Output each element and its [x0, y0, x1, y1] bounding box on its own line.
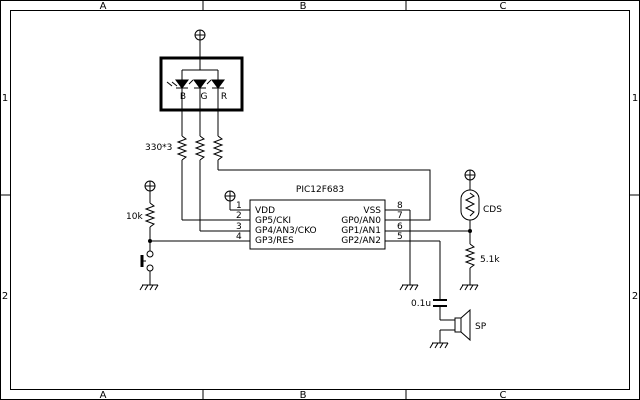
capacitor-value: 0.1u [411, 299, 431, 309]
row-label-2-left: 2 [2, 291, 8, 302]
column-label-a-top: A [100, 1, 107, 12]
ground-switch [139, 284, 159, 291]
reset-pullup [144, 180, 230, 243]
cds-label: CDS [483, 205, 502, 215]
ic-pin-6-number: 6 [397, 222, 403, 232]
led-pin-label-b: B [180, 92, 186, 102]
ic-pin-5-label: GP2/AN2 [341, 236, 381, 246]
column-label-c-bottom: C [500, 390, 507, 400]
rgb-led [159, 56, 244, 112]
ic-pin-7-label: GP0/AN0 [341, 216, 381, 226]
led-resistor-value: 330*3 [145, 143, 172, 153]
ic-right-pin-lines [385, 209, 410, 242]
vcc-symbol-led [194, 29, 206, 70]
ic-pin-3-label: GP4/AN3/CKO [255, 226, 317, 236]
ic-pin-8-label: VSS [363, 206, 381, 216]
ic-pin-8-number: 8 [397, 201, 403, 211]
ic-left-pin-lines [230, 209, 250, 242]
row-label-1-left: 1 [2, 93, 8, 104]
ic-pin-4-label: GP3/RES [255, 236, 294, 246]
ic-pin-1-label: VDD [255, 206, 275, 216]
led-pin-label-g: G [201, 92, 208, 102]
column-label-a-bottom: A [100, 390, 107, 400]
ic-pin-2-label: GP5/CKI [255, 216, 291, 226]
pullup-resistor-value: 10k [126, 212, 143, 222]
vcc-symbol-ic [224, 190, 236, 210]
pic-ic [249, 199, 386, 250]
vss-ground [399, 210, 419, 291]
speaker-circuit [410, 240, 471, 349]
cds-divider [410, 169, 480, 291]
ic-pin-6-label: GP1/AN1 [341, 226, 381, 236]
led-to-ic-wires [182, 169, 431, 232]
led-resistors [176, 110, 224, 231]
column-label-b-top: B [300, 1, 307, 12]
ic-pin-4-number: 4 [236, 232, 242, 242]
push-switch [140, 241, 154, 285]
column-label-c-top: C [500, 1, 507, 12]
row-label-1-right: 1 [632, 93, 638, 104]
ic-pin-7-number: 7 [397, 211, 403, 221]
ic-pin-2-number: 2 [236, 211, 242, 221]
ic-name: PIC12F683 [296, 185, 344, 195]
cds-resistor-value: 5.1k [480, 255, 500, 265]
led-pin-label-r: R [221, 92, 227, 102]
ic-pin-3-number: 3 [236, 222, 242, 232]
ic-pin-1-number: 1 [236, 201, 242, 211]
speaker-label: SP [475, 322, 487, 332]
ic-pin-5-number: 5 [397, 232, 403, 242]
row-label-2-right: 2 [632, 291, 638, 302]
column-label-b-bottom: B [300, 390, 307, 400]
